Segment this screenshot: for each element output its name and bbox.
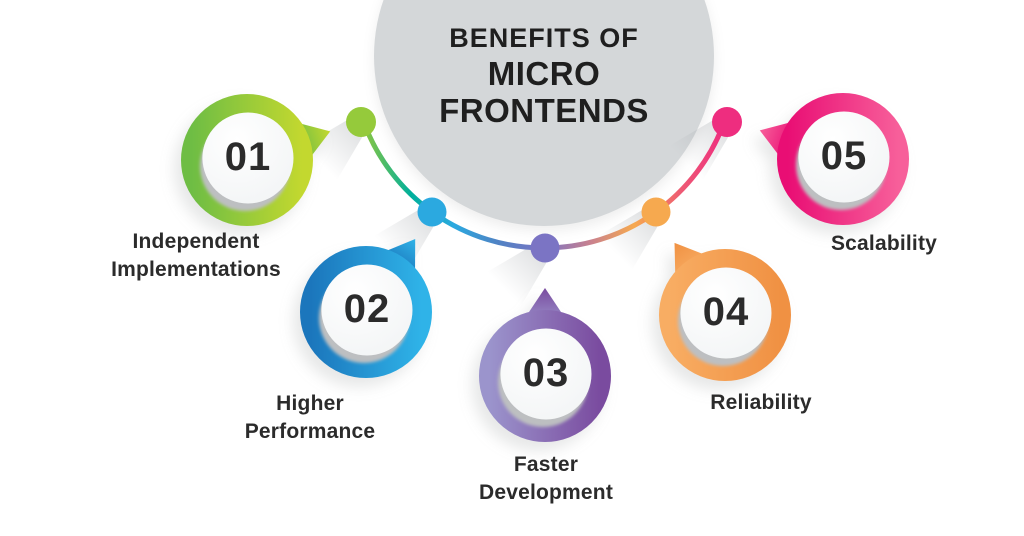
- ring-03-graphic: [479, 288, 611, 442]
- label-line: Faster: [513, 453, 579, 476]
- dot-shadows: [303, 117, 732, 306]
- ring-04-number: 04: [702, 289, 750, 334]
- ring-05-band: [777, 93, 909, 225]
- dot-shadow-2: [374, 207, 437, 270]
- arc-dot-4: [641, 197, 671, 227]
- title-circle: [374, 0, 714, 226]
- dot-shadow-1: [303, 117, 366, 180]
- ring-02-graphic: [300, 239, 432, 378]
- ring-01-inner-circle: [202, 112, 294, 204]
- benefit-ring-01: 01: [152, 65, 342, 255]
- label-line: Scalability: [830, 232, 938, 255]
- benefit-label-05: Scalability: [744, 230, 1024, 258]
- title-line-3: FRONTENDS: [439, 92, 649, 129]
- benefit-ring-04: 04: [630, 220, 820, 410]
- benefit-label-03: Faster Development: [406, 451, 686, 507]
- arc-dot-3: [530, 233, 560, 263]
- arc-dot-5: [712, 107, 742, 137]
- arc-dot-2: [417, 197, 447, 227]
- label-line: Performance: [244, 420, 376, 443]
- ring-05-graphic: [759, 93, 909, 225]
- title-line-1: BENEFITS OF: [449, 23, 639, 53]
- dot-shadow-3: [487, 243, 550, 306]
- ring-03-number: 03: [522, 350, 570, 395]
- benefit-label-01: Independent Implementations: [56, 228, 336, 284]
- label-line: Reliability: [710, 391, 812, 414]
- label-line: Higher: [276, 392, 344, 415]
- ring-04-graphic: [659, 242, 791, 381]
- label-line: Development: [478, 481, 614, 504]
- ring-02-band: [300, 246, 432, 378]
- ring-05-number: 05: [820, 133, 868, 178]
- benefit-label-02: Higher Performance: [170, 390, 450, 446]
- label-line: Independent: [132, 230, 260, 253]
- ring-04-band: [659, 249, 791, 381]
- ring-03-band: [479, 310, 611, 442]
- benefit-label-04: Reliability: [621, 389, 901, 417]
- ring-05-inner-circle: [798, 111, 890, 203]
- page-title: BENEFITS OF MICRO FRONTENDS: [384, 22, 704, 129]
- ring-01-graphic: [181, 94, 331, 226]
- ring-03-inner-circle: [500, 328, 592, 420]
- dot-shadow-5: [669, 117, 732, 180]
- benefit-ring-05: 05: [748, 64, 938, 254]
- dot-shadow-4: [598, 207, 661, 270]
- benefit-ring-02: 02: [271, 217, 461, 407]
- ring-02-number: 02: [343, 286, 391, 331]
- label-line: Implementations: [111, 258, 281, 281]
- title-line-2: MICRO: [487, 55, 601, 92]
- benefit-ring-03: 03: [450, 281, 640, 471]
- arc-dot-1: [346, 107, 376, 137]
- ring-02-inner-circle: [321, 264, 413, 356]
- ring-01-number: 01: [224, 134, 272, 179]
- ring-01-band: [181, 94, 313, 226]
- ring-04-inner-circle: [680, 267, 772, 359]
